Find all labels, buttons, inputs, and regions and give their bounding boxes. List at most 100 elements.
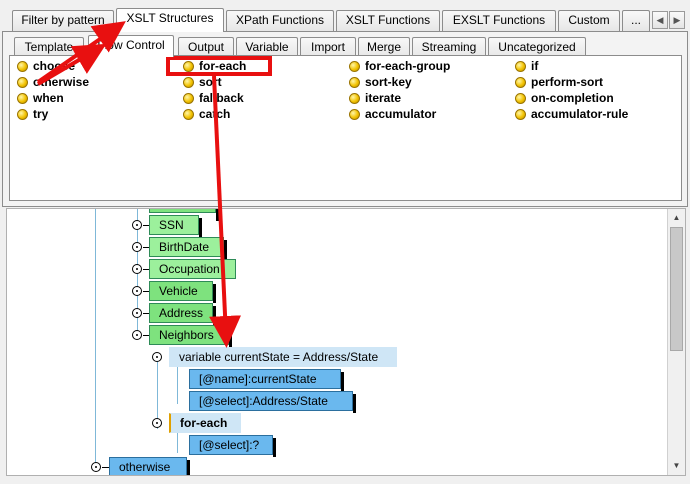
- item-label: for-each: [199, 59, 247, 73]
- connector-icon[interactable]: [132, 308, 142, 318]
- item-label: perform-sort: [531, 75, 604, 89]
- scroll-down-icon[interactable]: ▼: [672, 461, 681, 470]
- item-label: sort: [199, 75, 222, 89]
- tab-xslt-functions[interactable]: XSLT Functions: [336, 10, 440, 31]
- item-accumulator-rule[interactable]: accumulator-rule: [512, 107, 628, 122]
- status-strip: [0, 476, 690, 484]
- mapping-diagram[interactable]: SSN BirthDate Occupation Vehicle Address…: [6, 208, 686, 476]
- scroll-up-icon[interactable]: ▲: [672, 213, 681, 222]
- connector-icon[interactable]: [152, 352, 162, 362]
- bullet-icon: [183, 93, 194, 104]
- tab-import[interactable]: Import: [300, 37, 356, 58]
- for-each-select-node[interactable]: [@select]:?: [189, 435, 276, 457]
- bullet-icon: [183, 61, 194, 72]
- tree-guide-line: [95, 209, 96, 464]
- attribute-name-node[interactable]: [@name]:currentState: [189, 369, 344, 391]
- tab-exslt-functions[interactable]: EXSLT Functions: [442, 10, 556, 31]
- node-label: SSN: [159, 218, 184, 232]
- item-try[interactable]: try: [14, 107, 48, 122]
- item-fallback[interactable]: fallback: [180, 91, 244, 106]
- tab-variable[interactable]: Variable: [236, 37, 298, 58]
- tab-custom[interactable]: Custom: [558, 10, 620, 31]
- node-shadow: [224, 240, 227, 259]
- node-label: Neighbors: [159, 328, 214, 342]
- tab-flow-control[interactable]: Flow Control: [88, 35, 174, 57]
- item-choose[interactable]: choose: [14, 59, 75, 74]
- connector-line: [143, 225, 149, 226]
- tab-filter-by-pattern[interactable]: Filter by pattern: [12, 10, 114, 31]
- connector-icon[interactable]: [132, 242, 142, 252]
- node-label: Vehicle: [159, 284, 198, 298]
- item-sort[interactable]: sort: [180, 75, 222, 90]
- otherwise-node[interactable]: otherwise: [109, 457, 190, 475]
- item-for-each[interactable]: for-each: [180, 59, 246, 74]
- diagram-vertical-scrollbar[interactable]: ▲ ▼: [667, 209, 685, 475]
- tab-more[interactable]: ...: [622, 10, 650, 31]
- node-shadow: [273, 438, 276, 457]
- element-node-birthdate[interactable]: BirthDate: [149, 237, 227, 259]
- item-label: if: [531, 59, 539, 73]
- item-label: try: [33, 107, 49, 121]
- element-node-neighbors[interactable]: Neighbors: [149, 325, 232, 347]
- item-label: otherwise: [33, 75, 90, 89]
- node-label: Occupation: [159, 262, 220, 276]
- tree-guide-line: [177, 431, 178, 453]
- bullet-icon: [17, 93, 28, 104]
- tab-streaming[interactable]: Streaming: [412, 37, 486, 58]
- bullet-icon: [349, 93, 360, 104]
- item-on-completion[interactable]: on-completion: [512, 91, 614, 106]
- connector-icon[interactable]: [91, 462, 101, 472]
- item-perform-sort[interactable]: perform-sort: [512, 75, 603, 90]
- item-label: choose: [33, 59, 76, 73]
- connector-line: [143, 313, 149, 314]
- element-node-ssn[interactable]: SSN: [149, 215, 202, 237]
- tab-xpath-functions[interactable]: XPath Functions: [226, 10, 334, 31]
- node-label: BirthDate: [159, 240, 210, 254]
- item-otherwise[interactable]: otherwise: [14, 75, 89, 90]
- top-tab-strip: Filter by pattern XSLT Structures XPath …: [0, 0, 690, 32]
- bullet-icon: [17, 109, 28, 120]
- element-node[interactable]: [149, 209, 219, 221]
- tab-merge[interactable]: Merge: [358, 37, 410, 58]
- tab-scroll-left-icon[interactable]: ◀: [652, 11, 668, 29]
- tab-uncategorized[interactable]: Uncategorized: [488, 37, 586, 58]
- node-label: [@name]:currentState: [199, 372, 317, 386]
- variable-node[interactable]: variable currentState = Address/State: [169, 347, 397, 367]
- bullet-icon: [515, 109, 526, 120]
- item-label: on-completion: [531, 91, 614, 105]
- element-node-occupation[interactable]: Occupation: [149, 259, 236, 279]
- node-label: [@select]:?: [199, 438, 260, 452]
- item-catch[interactable]: catch: [180, 107, 230, 122]
- node-shadow: [213, 306, 216, 325]
- node-label: variable currentState = Address/State: [179, 350, 379, 364]
- bullet-icon: [183, 77, 194, 88]
- connector-icon[interactable]: [132, 330, 142, 340]
- connector-line: [143, 269, 149, 270]
- connector-icon[interactable]: [132, 264, 142, 274]
- element-node-address[interactable]: Address: [149, 303, 216, 325]
- item-for-each-group[interactable]: for-each-group: [346, 59, 450, 74]
- tab-xslt-structures[interactable]: XSLT Structures: [116, 8, 224, 32]
- attribute-select-node[interactable]: [@select]:Address/State: [189, 391, 356, 413]
- element-node-vehicle[interactable]: Vehicle: [149, 281, 216, 303]
- item-if[interactable]: if: [512, 59, 538, 74]
- item-iterate[interactable]: iterate: [346, 91, 401, 106]
- flow-control-items-panel: choose otherwise when try for-each sort …: [9, 55, 682, 201]
- item-when[interactable]: when: [14, 91, 64, 106]
- tree-guide-line: [157, 359, 158, 429]
- item-label: for-each-group: [365, 59, 451, 73]
- connector-line: [143, 291, 149, 292]
- node-shadow: [213, 284, 216, 303]
- item-accumulator[interactable]: accumulator: [346, 107, 436, 122]
- connector-icon[interactable]: [132, 286, 142, 296]
- tab-output[interactable]: Output: [178, 37, 234, 58]
- connector-icon[interactable]: [132, 220, 142, 230]
- connector-icon[interactable]: [152, 418, 162, 428]
- node-shadow: [199, 218, 202, 237]
- bullet-icon: [349, 109, 360, 120]
- node-label: for-each: [180, 416, 228, 430]
- item-sort-key[interactable]: sort-key: [346, 75, 412, 90]
- for-each-node[interactable]: for-each: [169, 413, 241, 433]
- tab-scroll-right-icon[interactable]: ▶: [669, 11, 685, 29]
- scroll-thumb[interactable]: [670, 227, 683, 351]
